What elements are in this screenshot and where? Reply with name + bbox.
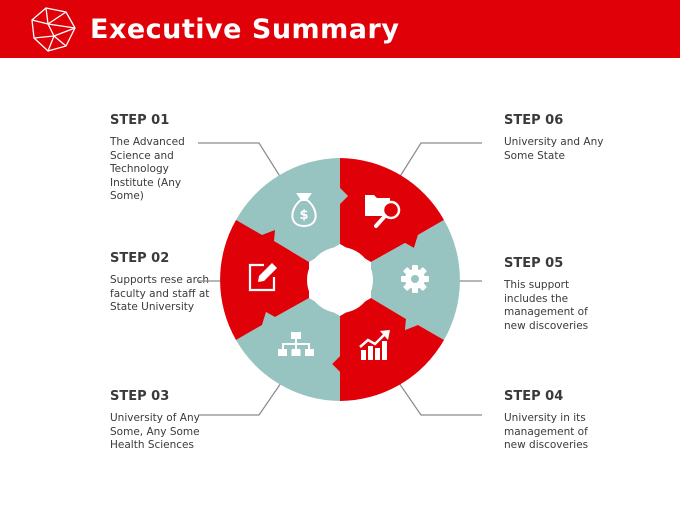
connector-step-04 [398, 382, 482, 416]
money-bag-icon: $ [291, 193, 317, 228]
segment-step-04 [332, 298, 444, 401]
connector-step-01 [198, 142, 282, 179]
org-chart-icon [278, 332, 314, 356]
step-02-label: STEP 02 [110, 251, 170, 266]
step-01: STEP 01 The Advanced Science and Technol… [110, 113, 210, 204]
step-03-label: STEP 03 [110, 389, 170, 404]
step-03-text: University of Any Some, Any Some Health … [110, 412, 200, 452]
connector-step-03 [198, 382, 282, 416]
step-05-text: This support includes the management of … [504, 279, 589, 332]
edit-icon [248, 263, 277, 292]
step-01-text: The Advanced Science and Technology Inst… [110, 136, 185, 203]
step-03: STEP 03 University of Any Some, Any Some… [110, 389, 210, 453]
gear-icon [401, 265, 429, 293]
step-06-label: STEP 06 [504, 113, 564, 128]
step-04-label: STEP 04 [504, 389, 564, 404]
step-02: STEP 02 Supports rese arch faculty and s… [110, 251, 210, 315]
step-02-text: Supports rese arch faculty and staff at … [110, 274, 210, 314]
step-01-label: STEP 01 [110, 113, 170, 128]
segment-step-03 [236, 298, 340, 401]
page-title: Executive Summary [90, 14, 400, 45]
step-06: STEP 06 University and Any Some State [504, 113, 604, 163]
step-04: STEP 04 University in its management of … [504, 389, 604, 453]
step-05: STEP 05 This support includes the manage… [504, 256, 604, 333]
ring [220, 158, 460, 401]
step-04-text: University in its management of new disc… [504, 412, 589, 452]
polygon-logo-icon [31, 7, 76, 52]
folder-search-icon [365, 195, 401, 228]
header-bar: Executive Summary [0, 0, 680, 58]
step-06-text: University and Any Some State [504, 136, 604, 162]
growth-chart-icon [359, 330, 390, 360]
step-05-label: STEP 05 [504, 256, 564, 271]
ring-center-hole [307, 247, 373, 313]
connector-step-06 [398, 142, 482, 179]
svg-text:$: $ [299, 208, 308, 223]
